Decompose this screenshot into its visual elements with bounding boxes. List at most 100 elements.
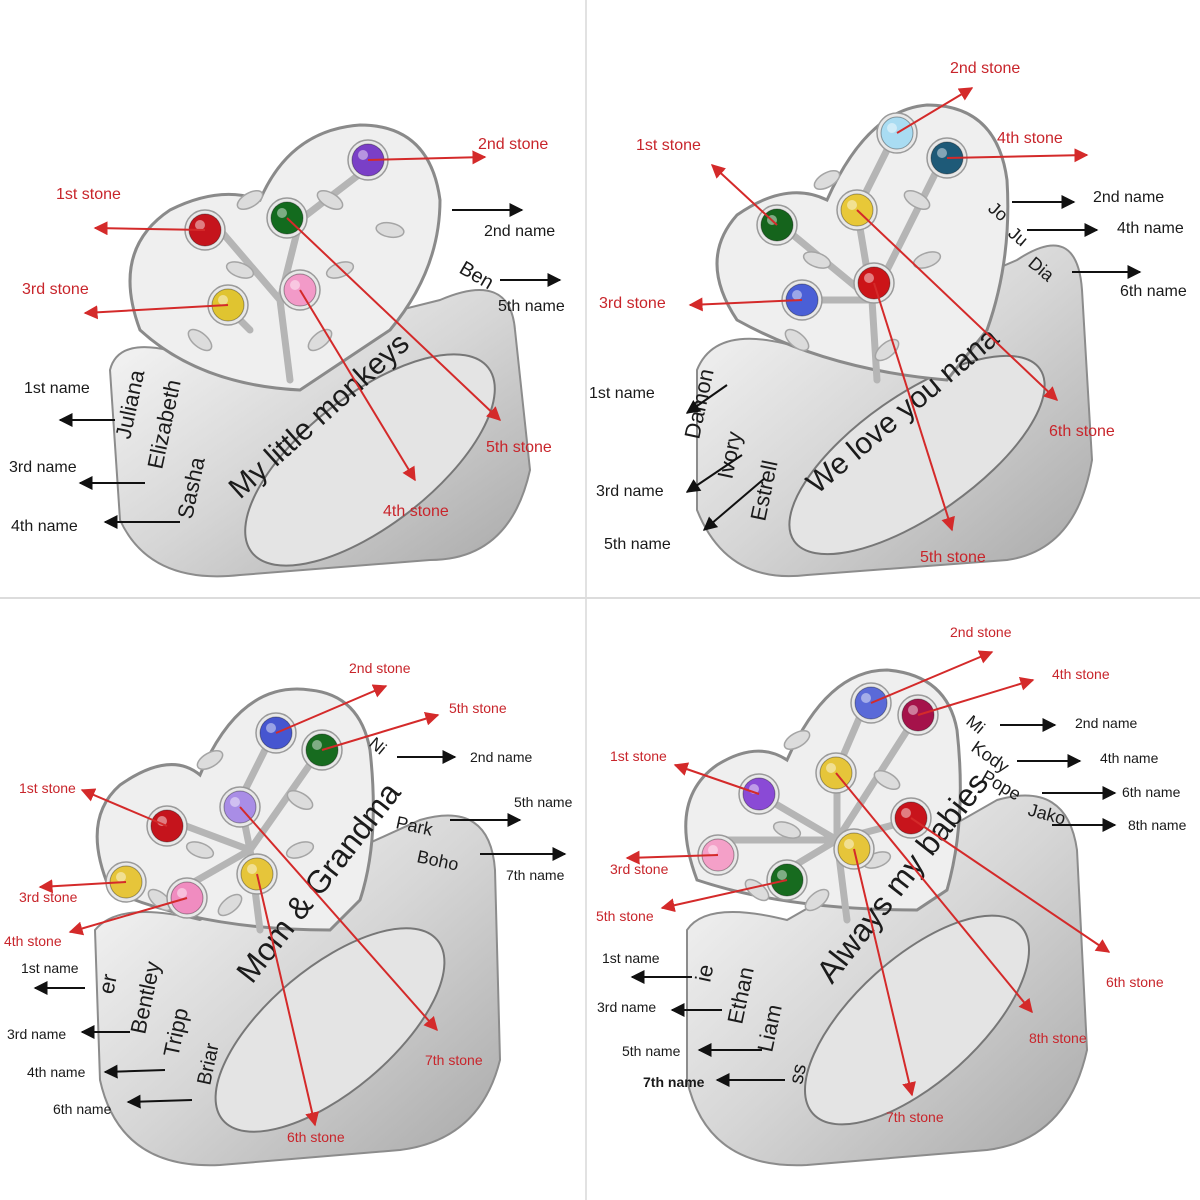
heart-setting <box>684 668 962 912</box>
ring-illustration: Mom & Grandma er Bentley Tripp Briar Ni … <box>33 684 567 1167</box>
label-6th-stone: 6th stone <box>287 1129 345 1145</box>
label-7th-stone: 7th stone <box>425 1052 483 1068</box>
label-2nd-name: 2nd name <box>1093 189 1165 206</box>
label-3rd-stone: 3rd stone <box>19 889 78 905</box>
label-4th-stone: 4th stone <box>4 933 62 949</box>
arrow-1st-stone <box>93 221 206 236</box>
label-7th-stone: 7th stone <box>886 1109 944 1125</box>
label-4th-name: 4th name <box>11 518 78 535</box>
label-5th-stone: 5th stone <box>449 700 507 716</box>
label-2nd-name: 2nd name <box>1075 715 1138 731</box>
panel-seven-stone-ring: Mom & Grandma er Bentley Tripp Briar Ni … <box>0 600 600 1200</box>
label-3rd-stone: 3rd stone <box>22 281 89 298</box>
vertical-divider <box>585 0 587 1200</box>
leaves <box>784 169 942 362</box>
leaves <box>187 189 405 352</box>
arrow-4th-stone <box>917 676 1035 716</box>
ring-illustration: My little monkeys Juliana Elizabeth Sash… <box>58 123 562 578</box>
arrow-4th-stone <box>299 289 416 482</box>
arrow-6th-stone <box>910 817 1111 953</box>
label-3rd-stone: 3rd stone <box>610 861 669 877</box>
label-4th-stone: 4th stone <box>383 503 449 520</box>
ring-inner-opening <box>803 914 1031 1126</box>
panel-six-stone-ring: We love you nana Damon Ivory Estrell Jo … <box>587 0 1187 600</box>
label-4th-stone: 4th stone <box>1052 666 1110 682</box>
label-2nd-stone: 2nd stone <box>950 60 1021 77</box>
arrow-3rd-stone <box>83 304 229 320</box>
label-1st-name: 1st name <box>589 385 655 402</box>
label-1st-stone: 1st stone <box>56 186 121 203</box>
arrow-5th-stone <box>660 879 788 913</box>
label-8th-stone: 8th stone <box>1029 1030 1087 1046</box>
label-5th-stone: 5th stone <box>486 439 552 456</box>
ring-inner-opening <box>214 927 446 1133</box>
label-2nd-stone: 2nd stone <box>349 660 411 676</box>
panel-eight-stone-ring: Always my babies ie Ethan Liam ss Mi Kod… <box>587 600 1187 1200</box>
side-engraving-5: Ben <box>456 257 498 294</box>
arrow-4th-stone <box>946 148 1089 163</box>
ring-inner-opening <box>244 353 496 567</box>
arrow-8th-stone <box>835 772 1033 1014</box>
ring-illustration: We love you nana Damon Ivory Estrell Jo … <box>679 87 1142 578</box>
label-6th-name: 6th name <box>1120 283 1187 300</box>
label-3rd-name: 3rd name <box>9 459 77 476</box>
arrow-3rd-stone <box>688 297 803 312</box>
arrow-4th-stone <box>68 897 188 936</box>
label-2nd-stone: 2nd stone <box>478 136 549 153</box>
label-5th-name: 5th name <box>622 1043 681 1059</box>
arrow-7th-stone <box>853 848 916 1097</box>
label-5th-name: 5th name <box>514 794 573 810</box>
label-6th-stone: 6th stone <box>1049 423 1115 440</box>
arrow-7th-stone <box>239 806 438 1032</box>
label-5th-name: 5th name <box>604 536 671 553</box>
label-5th-name: 5th name <box>498 298 565 315</box>
label-2nd-stone: 2nd stone <box>950 624 1012 640</box>
leaves <box>147 749 315 917</box>
label-6th-name: 6th name <box>1122 784 1181 800</box>
label-2nd-name: 2nd name <box>484 223 556 240</box>
arrow-1st-stone <box>710 164 778 226</box>
label-3rd-stone: 3rd stone <box>599 295 666 312</box>
label-3rd-name: 3rd name <box>597 999 657 1015</box>
arrow-5th-stone <box>873 282 955 532</box>
label-4th-name: 4th name <box>1100 750 1159 766</box>
label-6th-name: 6th name <box>53 1101 112 1117</box>
label-1st-name: 1st name <box>21 960 79 976</box>
arrow-2nd-stone <box>275 684 388 734</box>
side-engraving-2: Mi <box>962 712 988 738</box>
arrow-3rd-stone <box>38 879 127 894</box>
label-8th-name: 8th name <box>1128 817 1187 833</box>
callout-arrows <box>33 684 567 1127</box>
label-5th-stone: 5th stone <box>920 549 986 566</box>
label-3rd-name: 3rd name <box>596 483 664 500</box>
label-7th-name: 7th name <box>643 1074 705 1090</box>
side-engraving-1: ie <box>690 962 718 984</box>
arrow-2nd-stone <box>870 650 994 704</box>
arrow-5th-stone <box>286 217 502 421</box>
label-5th-stone: 5th stone <box>596 908 654 924</box>
panel-five-stone-ring: My little monkeys Juliana Elizabeth Sash… <box>0 0 600 600</box>
arrow-6th-stone <box>256 873 319 1127</box>
label-1st-name: 1st name <box>24 380 90 397</box>
ring-inner-opening <box>788 354 1046 556</box>
arrow-1st-stone <box>80 788 168 827</box>
arrow-1st-stone <box>673 762 760 795</box>
arrow-6th-name <box>126 1094 193 1109</box>
arrow-4th-name <box>103 1064 166 1079</box>
label-3rd-name: 3rd name <box>7 1026 67 1042</box>
label-1st-stone: 1st stone <box>636 137 701 154</box>
arrow-1st-name <box>685 384 728 414</box>
label-1st-name: 1st name <box>602 950 660 966</box>
arrow-3rd-stone <box>625 850 719 865</box>
arrow-2nd-stone <box>896 87 974 134</box>
arrow-2nd-stone <box>367 150 487 165</box>
callout-arrows <box>58 150 562 529</box>
arrow-6th-stone <box>856 209 1059 401</box>
label-1st-stone: 1st stone <box>19 780 76 796</box>
side-engraving-7: ss <box>785 1062 811 1086</box>
callout-arrows <box>625 650 1117 1097</box>
label-4th-name: 4th name <box>27 1064 86 1080</box>
label-4th-stone: 4th stone <box>997 130 1063 147</box>
label-2nd-name: 2nd name <box>470 749 533 765</box>
